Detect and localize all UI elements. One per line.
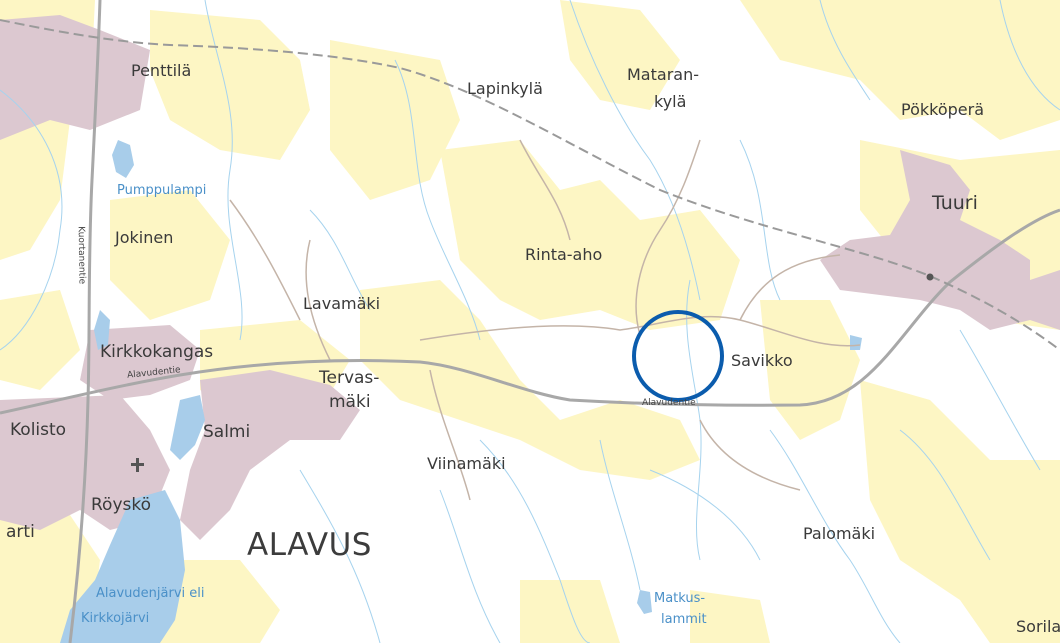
place-label-mataran-2: kylä: [654, 92, 687, 111]
place-label-kirkkokangas: Kirkkokangas: [100, 342, 214, 362]
railway-station-icon: [926, 273, 934, 281]
railway: [0, 19, 1060, 351]
place-label-kolisto: Kolisto: [10, 420, 67, 440]
place-label-tervas-2: mäki: [329, 392, 371, 412]
water-bodies: [60, 140, 862, 643]
water-label-alavudenjarvi-1: Alavudenjärvi eli: [96, 586, 205, 601]
place-label-pokkopera: Pökköperä: [901, 100, 984, 119]
place-label-tervas-1: Tervas-: [319, 368, 380, 388]
road-label-kuortanentie: Kuortanentie: [75, 226, 87, 285]
location-circle-marker[interactable]: [632, 310, 724, 402]
place-label-lapinkyla: Lapinkylä: [467, 79, 543, 98]
place-label-salmi: Salmi: [203, 422, 251, 442]
water-label-pumppulampi: Pumppulampi: [117, 183, 207, 198]
minor-roads: [229, 139, 861, 501]
water-label-alavudenjarvi-2: Kirkkojärvi: [81, 611, 150, 626]
place-label-tuuri: Tuuri: [932, 192, 978, 214]
place-label-roysko: Röyskö: [91, 495, 152, 515]
water-label-matkus-1: Matkus-: [654, 591, 706, 606]
place-label-alavus: ALAVUS: [247, 527, 372, 563]
place-label-mataran-1: Mataran-: [627, 65, 699, 84]
place-label-jokinen: Jokinen: [115, 228, 174, 247]
place-label-savikko: Savikko: [731, 351, 793, 370]
church-icon: [131, 458, 144, 472]
place-label-rinta-aho: Rinta-aho: [525, 245, 603, 264]
place-label-viinamaki: Viinamäki: [427, 454, 506, 473]
place-label-penttila: Penttilä: [131, 61, 192, 80]
road-label-alavudentie-east: Alavudentie: [642, 398, 696, 408]
place-label-sorila: Sorila: [1016, 617, 1060, 636]
place-label-lavamaki: Lavamäki: [303, 294, 381, 313]
water-label-matkus-2: lammit: [661, 612, 707, 627]
place-label-palomaki: Palomäki: [803, 524, 876, 543]
place-label-arti: arti: [6, 522, 35, 542]
